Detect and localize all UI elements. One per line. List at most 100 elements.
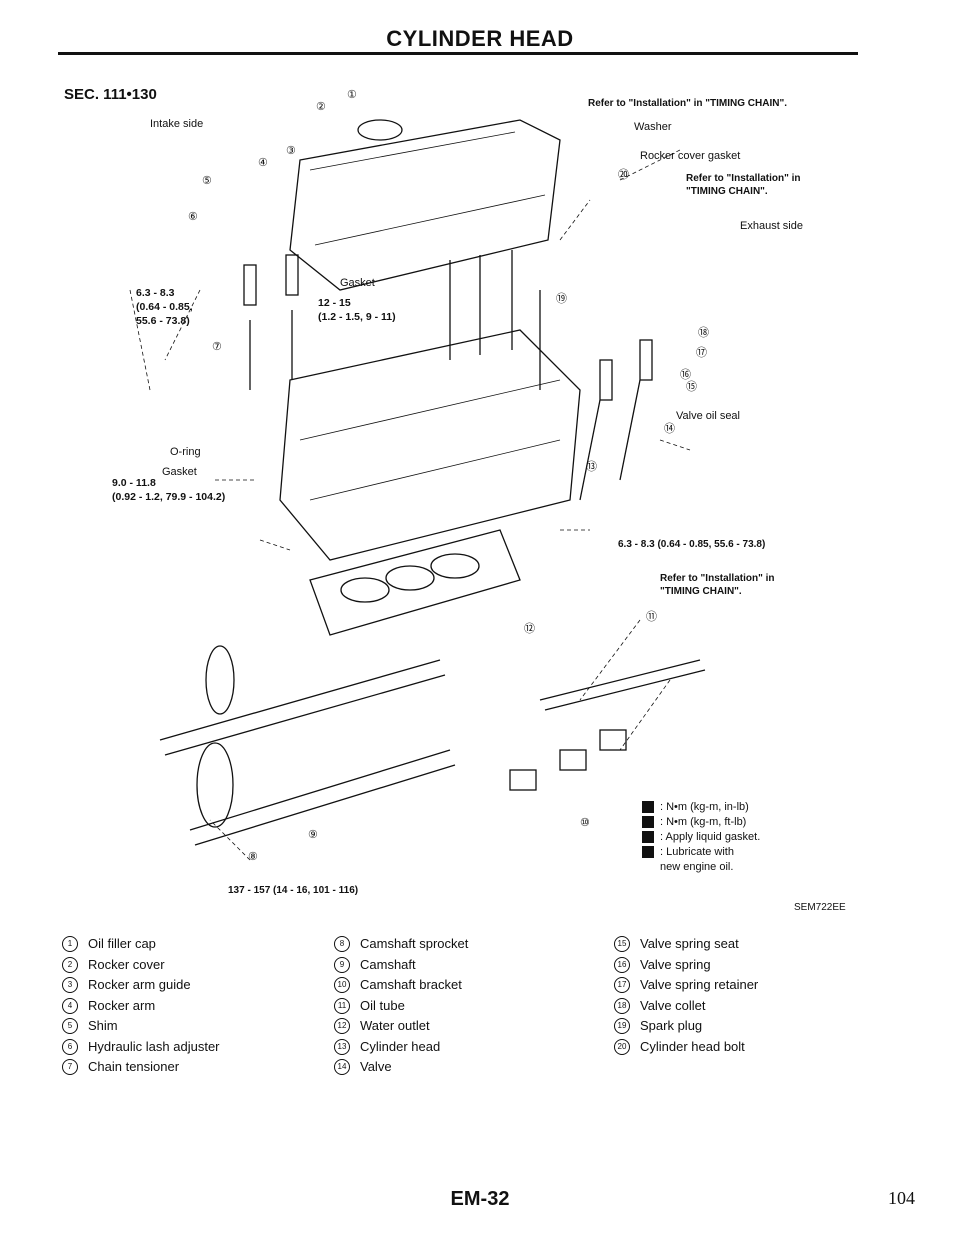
legend-row: : Lubricate with — [642, 845, 760, 860]
camshaft-exhaust-shape — [189, 749, 456, 846]
part-name: Oil filler cap — [88, 936, 156, 951]
part-number: 7 — [62, 1059, 78, 1075]
svg-text:⑧: ⑧ — [248, 851, 258, 863]
torque-left-b: (0.64 - 0.85, — [136, 301, 193, 313]
gasket-top-label: Gasket — [340, 277, 375, 289]
svg-text:⑭: ⑭ — [664, 422, 675, 435]
cylinder-head-shape — [279, 329, 581, 561]
part-name: Cylinder head — [360, 1038, 441, 1054]
part-item: 8 Camshaft sprocket — [334, 934, 468, 955]
part-name: Oil tube — [360, 997, 405, 1013]
rocker-cover-gasket-label: Rocker cover gasket — [640, 150, 741, 162]
exhaust-side-label: Exhaust side — [740, 220, 803, 232]
part-item: 9 Camshaft — [334, 955, 468, 976]
part-name: Camshaft bracket — [360, 977, 462, 992]
torque-left-c: 55.6 - 73.8) — [136, 315, 190, 327]
svg-text:③: ③ — [286, 145, 296, 157]
part-name: Spark plug — [640, 1018, 703, 1033]
part-number: 13 — [334, 1038, 350, 1055]
title-rule — [58, 52, 858, 55]
legend-text: : N•m (kg-m, in-lb) — [660, 801, 749, 813]
part-name: Camshaft sprocket — [360, 936, 469, 951]
part-number: 15 — [614, 936, 630, 952]
sprocket-lower-shape — [196, 742, 234, 828]
part-name: Valve spring — [640, 956, 711, 972]
part-number: 11 — [334, 997, 350, 1014]
svg-text:⑦: ⑦ — [212, 341, 222, 353]
sprocket-upper-shape — [205, 645, 235, 715]
valve-oil-seal-label: Valve oil seal — [676, 410, 740, 422]
refer-timing-2b: "TIMING CHAIN". — [686, 186, 768, 197]
legend-text: new engine oil. — [660, 861, 734, 873]
part-name: Camshaft — [360, 956, 416, 972]
lubricate-icon — [642, 846, 654, 858]
section-number: SEC. 111•130 — [64, 86, 157, 103]
liquid-gasket-icon — [642, 831, 654, 843]
page-title: CYLINDER HEAD — [386, 26, 574, 51]
refer-timing-note-1: Refer to "Installation" in "TIMING CHAIN… — [588, 98, 787, 109]
refer-timing-note-3: Refer to "Installation" in "TIMING CHAIN… — [660, 572, 775, 598]
part-name: Shim — [88, 1018, 118, 1033]
part-item: 14 Valve — [334, 1057, 468, 1078]
refer-timing-3b: "TIMING CHAIN". — [660, 586, 742, 597]
svg-text:⑲: ⑲ — [556, 292, 567, 305]
part-number: 16 — [614, 956, 630, 973]
part-item: 13 Cylinder head — [334, 1037, 468, 1058]
torque-mid-note: 12 - 15 (1.2 - 1.5, 9 - 11) — [318, 296, 396, 324]
part-name: Hydraulic lash adjuster — [88, 1038, 220, 1054]
part-number: 9 — [334, 956, 350, 973]
legend-row: new engine oil. — [642, 860, 760, 875]
part-number: 12 — [334, 1018, 350, 1034]
refer-timing-2a: Refer to "Installation" in — [686, 173, 801, 184]
torque-mid-b: (1.2 - 1.5, 9 - 11) — [318, 311, 396, 323]
camshaft-intake-shape — [159, 659, 446, 756]
svg-text:⑰: ⑰ — [696, 346, 707, 359]
legend-row: : N•m (kg-m, in-lb) — [642, 800, 760, 815]
torque-left-a: 6.3 - 8.3 — [136, 287, 175, 299]
torque-right-note: 6.3 - 8.3 (0.64 - 0.85, 55.6 - 73.8) — [618, 539, 766, 550]
washer-label: Washer — [634, 121, 672, 133]
part-number: 19 — [614, 1018, 630, 1034]
torque-low-note: 9.0 - 11.8 (0.92 - 1.2, 79.9 - 104.2) — [112, 476, 225, 504]
svg-text:⑪: ⑪ — [646, 610, 657, 623]
svg-text:⑬: ⑬ — [586, 460, 597, 473]
oring-label: O-ring — [170, 446, 201, 458]
head-gasket-shape — [309, 529, 521, 636]
part-name: Valve spring retainer — [640, 977, 759, 992]
torque-mid-a: 12 - 15 — [318, 297, 351, 309]
part-name: Cylinder head bolt — [640, 1038, 745, 1054]
page-number: 104 — [888, 1188, 915, 1208]
part-number: 3 — [62, 977, 78, 993]
part-name: Valve — [360, 1059, 392, 1074]
svg-text:⑥: ⑥ — [188, 211, 198, 223]
legend-text: : N•m (kg-m, ft-lb) — [660, 816, 747, 828]
symbol-legend: : N•m (kg-m, in-lb) : N•m (kg-m, ft-lb) … — [642, 800, 760, 875]
svg-text:②: ② — [316, 101, 326, 113]
oil-filler-cap-shape — [357, 119, 403, 141]
part-item: 16 Valve spring — [614, 955, 758, 976]
svg-text:⑩: ⑩ — [580, 817, 590, 829]
legend-text: : Lubricate with — [660, 846, 734, 858]
part-name: Rocker cover — [88, 956, 165, 972]
torque-left-note: 6.3 - 8.3 (0.64 - 0.85, 55.6 - 73.8) — [136, 286, 193, 328]
part-number: 1 — [62, 936, 78, 952]
part-number: 8 — [334, 936, 350, 952]
gasket-lower-label: Gasket — [162, 466, 197, 478]
refer-timing-note-2: Refer to "Installation" in "TIMING CHAIN… — [686, 172, 801, 198]
svg-text:①: ① — [347, 89, 357, 101]
part-number: 14 — [334, 1059, 350, 1075]
svg-text:⑫: ⑫ — [524, 622, 535, 635]
